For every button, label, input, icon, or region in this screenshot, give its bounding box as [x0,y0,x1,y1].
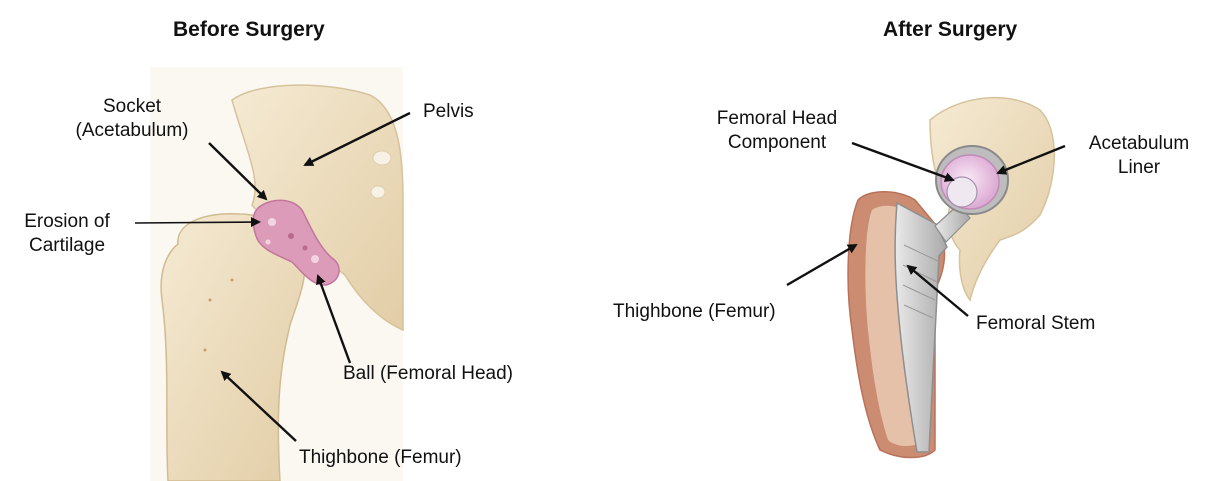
label-femoral-stem: Femoral Stem [976,312,1095,336]
arrow-erosion [135,222,259,223]
label-thighbone-before: Thighbone (Femur) [299,446,462,470]
label-liner-line1: Acetabulum [1066,132,1212,156]
after-surgery-title: After Surgery [883,18,1017,42]
label-ball-femoral-head: Ball (Femoral Head) [343,362,513,386]
label-pelvis: Pelvis [423,100,474,124]
label-socket: Socket (Acetabulum) [52,95,212,143]
label-liner-line2: Liner [1066,156,1212,180]
arrow-thighbone-after [787,245,856,285]
femoral-head-component-implant [947,177,977,207]
label-erosion-line1: Erosion of [2,210,132,234]
label-socket-line2: (Acetabulum) [52,119,212,143]
label-acetabulum-liner: Acetabulum Liner [1066,132,1212,180]
before-surgery-title: Before Surgery [173,18,325,42]
label-thighbone-after: Thighbone (Femur) [613,300,776,324]
label-fhc-line1: Femoral Head [692,107,862,131]
label-erosion-line2: Cartilage [2,234,132,258]
label-socket-line1: Socket [52,95,212,119]
label-fhc-line2: Component [692,131,862,155]
label-femoral-head-component: Femoral Head Component [692,107,862,155]
label-erosion-of-cartilage: Erosion of Cartilage [2,210,132,258]
